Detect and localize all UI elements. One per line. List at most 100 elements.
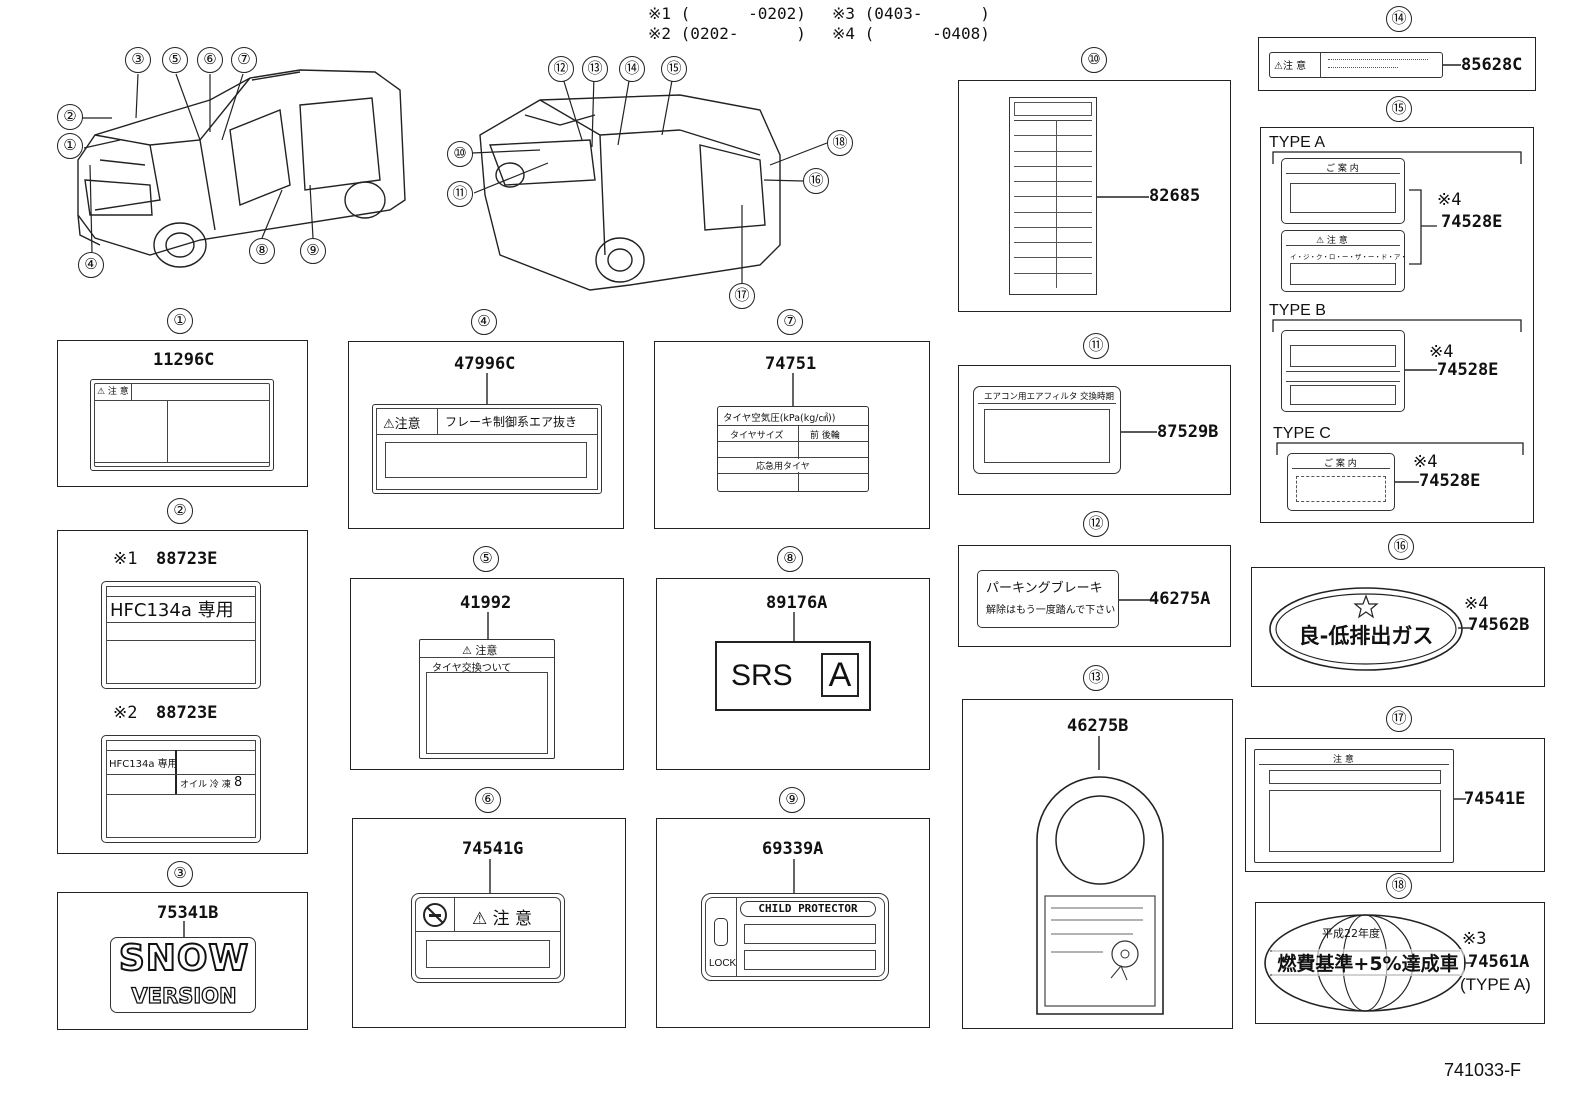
- panel-2: ※1 88723E HFC134a 専用 ※2 88723E HFC134a 専…: [57, 530, 308, 854]
- part-number-2: 88723E: [156, 703, 218, 723]
- table-grid-divider: [1056, 120, 1057, 288]
- caution-header: ⚠ 注 意: [97, 387, 129, 397]
- child-protector-text: CHILD PROTECTOR: [740, 901, 876, 917]
- panel-9: 69339A CHILD PROTECTOR LOCK: [656, 818, 930, 1028]
- label-85628C: ⚠注 意: [1269, 52, 1443, 78]
- callout-2: ②: [57, 104, 83, 130]
- panel-18: 平成22年度 燃費基準+5%達成車 ※3 74561A (TYPE A): [1255, 902, 1545, 1024]
- part-number: 87529B: [1157, 422, 1219, 442]
- note-1-ref: ※1: [113, 549, 138, 569]
- panel-1-marker: ①: [167, 308, 193, 334]
- callout-17: ⑰: [729, 283, 755, 309]
- type-c-label: TYPE C: [1273, 425, 1331, 442]
- note-1: ※1 ( -0202): [648, 4, 806, 23]
- label-41992: ⚠ 注意 タイヤ交換ついて: [419, 639, 555, 759]
- table-grid-line: [1014, 165, 1092, 167]
- ac-filter-text: エアコン用エアフィルタ 交換時期: [984, 392, 1115, 402]
- table-grid-line: [1014, 181, 1092, 183]
- rear-vehicle-illustration: [471, 74, 828, 291]
- spare-tire-row: 応急用タイヤ: [756, 459, 810, 472]
- label-74541E: 注 意: [1254, 749, 1454, 863]
- panel-12-marker: ⑫: [1083, 511, 1109, 537]
- note-3: ※3 (0403- ): [832, 4, 990, 23]
- type-a-label: TYPE A: [1269, 134, 1326, 151]
- note-2: ※2 (0202- ): [648, 24, 806, 43]
- part-number: 82685: [1149, 186, 1201, 206]
- panel-17: 注 意 74541E: [1245, 738, 1545, 872]
- part-number-1: 88723E: [156, 549, 218, 569]
- part-number: 74561A: [1468, 952, 1530, 972]
- callout-8: ⑧: [249, 238, 275, 264]
- panel-1: 11296C ⚠ 注 意: [57, 340, 308, 487]
- callout-13: ⑬: [582, 56, 608, 82]
- caution-text: ⚠ 注 意: [472, 909, 533, 929]
- lock-text: LOCK: [709, 958, 737, 969]
- panel-11-marker: ⑪: [1083, 333, 1109, 359]
- callout-5: ⑤: [162, 47, 188, 73]
- part-number: 74751: [765, 354, 817, 374]
- note-ref-c: ※4: [1413, 452, 1438, 472]
- srs-letter: A: [821, 653, 859, 697]
- panel-11: エアコン用エアフィルタ 交換時期 87529B: [958, 365, 1231, 495]
- panel-3-marker: ③: [167, 861, 193, 887]
- callout-16: ⑯: [803, 168, 829, 194]
- srs-text: SRS: [731, 659, 793, 692]
- part-number: 74541E: [1464, 789, 1526, 809]
- label-74541G: ⚠ 注 意: [411, 893, 565, 983]
- caution-text: ⚠注意: [383, 417, 421, 432]
- part-number: 11296C: [153, 350, 215, 370]
- snow-text: SNOW: [118, 937, 250, 980]
- panel-12: パーキングブレーキ 解除はもう一度踏んで下さい 46275A: [958, 545, 1231, 647]
- figure-id: 741033-F: [1444, 1060, 1522, 1080]
- callout-18: ⑱: [827, 130, 853, 156]
- low-emission-text: 良-低排出ガス: [1298, 624, 1434, 648]
- callout-12: ⑫: [548, 56, 574, 82]
- note-ref-a: ※4: [1437, 190, 1462, 210]
- callout-11: ⑪: [447, 181, 473, 207]
- panel-4-marker: ④: [471, 309, 497, 335]
- table-grid-line: [1014, 242, 1092, 244]
- part-number: 74541G: [462, 839, 524, 859]
- label-46275A: パーキングブレーキ 解除はもう一度踏んで下さい: [977, 570, 1119, 628]
- panel-17-marker: ⑰: [1386, 706, 1412, 732]
- callout-10: ⑩: [447, 141, 473, 167]
- caution-text: ⚠注 意: [1274, 61, 1307, 72]
- part-number: 47996C: [454, 354, 516, 374]
- note-ref: ※4: [1464, 594, 1489, 614]
- label-69339A: CHILD PROTECTOR LOCK: [701, 893, 889, 981]
- tire-pressure-header: タイヤ空気圧(kPa(kg/㎠)): [723, 413, 836, 424]
- oil-text: オイル 冷 凍: [180, 780, 231, 790]
- callout-15: ⑮: [661, 56, 687, 82]
- part-number: 46275A: [1149, 589, 1211, 609]
- panel-10-marker: ⑩: [1081, 47, 1107, 73]
- front-rear-col: 前 後輪: [810, 431, 840, 441]
- table-grid-line: [1014, 226, 1092, 228]
- callout-3: ③: [125, 47, 151, 73]
- label-74751: タイヤ空気圧(kPa(kg/㎠)) タイヤサイズ 前 後輪 応急用タイヤ: [717, 406, 869, 492]
- note-ref: ※3: [1462, 929, 1487, 949]
- table-grid-line: [1014, 196, 1092, 198]
- label-74528E-type-c: ご 案 内: [1287, 453, 1395, 511]
- panel-2-marker: ②: [167, 498, 193, 524]
- refrigerant-text: HFC134a 専用: [110, 600, 234, 621]
- panel-7-marker: ⑦: [777, 309, 803, 335]
- caution-text: 注 意: [1333, 755, 1354, 765]
- guide-text-c: ご 案 内: [1324, 459, 1357, 469]
- panel-3: 75341B SNOW VERSION: [57, 892, 308, 1030]
- table-grid-line: [1014, 257, 1092, 259]
- callout-7: ⑦: [231, 47, 257, 73]
- panel-18-marker: ⑱: [1386, 873, 1412, 899]
- table-grid-line: [1014, 135, 1092, 137]
- panel-15: TYPE A ご 案 内 ⚠ 注 意 イ・ジ・ク・ロ・ー・ザ・ー・ド・ア・ ※4…: [1260, 127, 1534, 523]
- oil-number: 8: [234, 775, 243, 790]
- refrigerant-text-small: HFC134a 専用: [109, 759, 178, 770]
- panel-16-marker: ⑯: [1388, 534, 1414, 560]
- label-snow-version: SNOW VERSION: [110, 937, 256, 1013]
- panel-16: 良-低排出ガス ※4 74562B: [1251, 567, 1545, 687]
- part-number-b: 74528E: [1437, 360, 1499, 380]
- no-smoking-icon: [423, 903, 447, 927]
- panel-4: 47996C ⚠注意 フレーキ制御系エア抜き: [348, 341, 624, 529]
- callout-4: ④: [78, 252, 104, 278]
- panel-5-marker: ⑤: [473, 546, 499, 572]
- note-4: ※4 ( -0408): [832, 24, 990, 43]
